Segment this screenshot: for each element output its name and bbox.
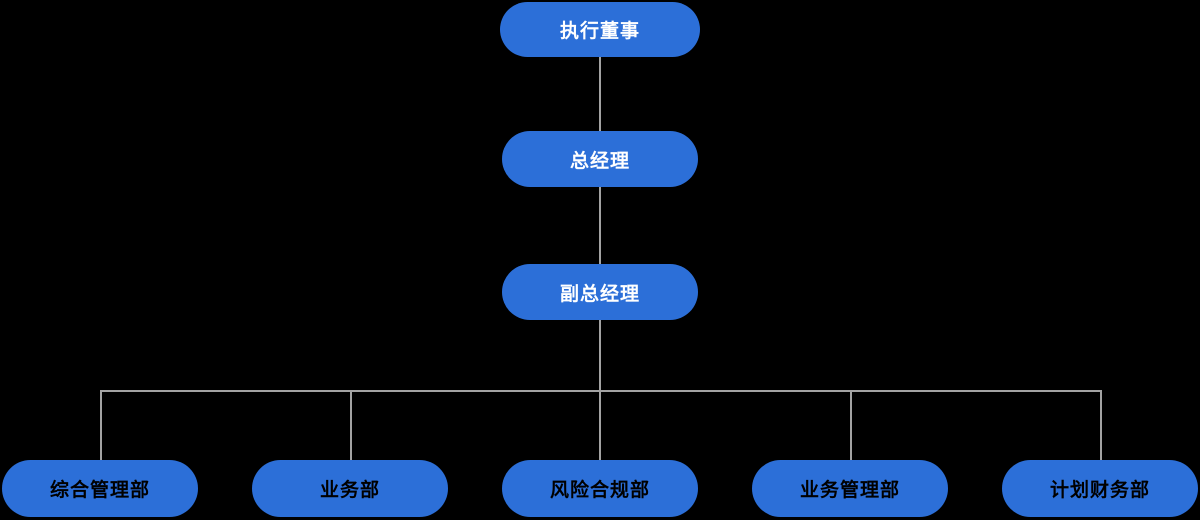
node-label: 副总经理 <box>559 283 640 305</box>
connector-gm-to-dgm <box>599 187 601 264</box>
connector-drop-dept-5 <box>1100 390 1102 460</box>
node-label: 风险合规部 <box>549 480 650 501</box>
node-executive-director: 执行董事 <box>500 2 700 57</box>
node-deputy-general-manager: 副总经理 <box>502 264 698 320</box>
node-label: 执行董事 <box>559 21 640 42</box>
node-label: 业务部 <box>319 480 380 501</box>
node-label: 计划财务部 <box>1049 480 1150 501</box>
node-general-manager: 总经理 <box>502 131 698 187</box>
node-label: 综合管理部 <box>49 480 150 501</box>
node-dept-comprehensive-management: 综合管理部 <box>2 460 198 517</box>
node-dept-planning-finance: 计划财务部 <box>1002 460 1198 517</box>
connector-branch-horizontal <box>100 390 1101 392</box>
connector-drop-dept-2 <box>350 390 352 460</box>
node-label: 总经理 <box>569 150 630 172</box>
connector-drop-dept-4 <box>850 390 852 460</box>
connector-exec-to-gm <box>599 57 601 131</box>
node-dept-risk-compliance: 风险合规部 <box>502 460 698 517</box>
node-dept-business: 业务部 <box>252 460 448 517</box>
node-label: 业务管理部 <box>799 480 900 501</box>
node-dept-business-management: 业务管理部 <box>752 460 948 517</box>
connector-drop-dept-1 <box>100 390 102 460</box>
